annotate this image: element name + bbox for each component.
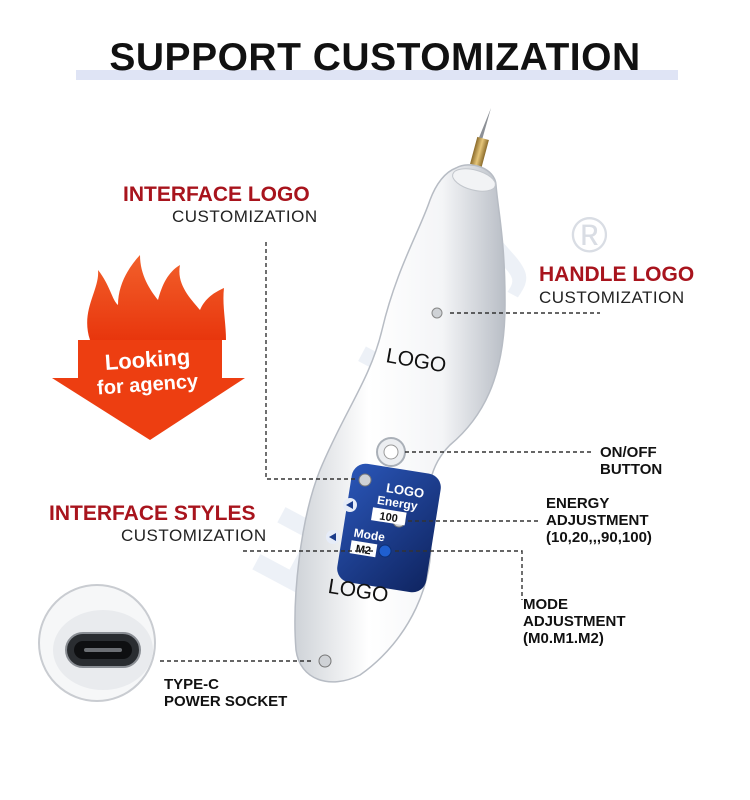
mode-button (378, 544, 392, 558)
energy-label-block: ENERGY ADJUSTMENT (10,20,,,90,100) (546, 495, 652, 546)
interface-logo-sub: CUSTOMIZATION (172, 207, 318, 226)
interface-logo-heading: INTERFACE LOGO (123, 183, 310, 206)
usb-c-inset (38, 584, 156, 702)
mode-line2: ADJUSTMENT (523, 613, 626, 630)
page-title: SUPPORT CUSTOMIZATION (109, 36, 641, 79)
energy-line2: ADJUSTMENT (546, 512, 649, 529)
typec-line1: TYPE-C (164, 676, 220, 693)
energy-value-box (371, 507, 407, 526)
usb-dot (318, 654, 332, 668)
mode-value-box (349, 540, 378, 558)
screen-logo-text: LOGO (385, 480, 425, 501)
handle-logo-heading: HANDLE LOGO (539, 263, 695, 286)
mode-value: M2 (355, 543, 372, 557)
title-underline (76, 70, 678, 80)
energy-label: Energy (376, 493, 419, 513)
flame-shape (87, 255, 227, 340)
interface-styles-sub: CUSTOMIZATION (121, 526, 267, 545)
typec-line2: POWER SOCKET (164, 693, 288, 710)
mode-line1: MODE (523, 596, 568, 613)
screen-logo-dot (358, 473, 372, 487)
on-off-line2: BUTTON (600, 461, 663, 478)
mode-label: Mode (353, 526, 386, 545)
interface-styles-heading: INTERFACE STYLES (49, 502, 256, 525)
device-screen (337, 463, 441, 593)
on-off-line1: ON/OFF (600, 444, 657, 461)
handle-logo-sub: CUSTOMIZATION (539, 288, 685, 307)
tip-ring (452, 168, 496, 192)
energy-line1: ENERGY (546, 495, 610, 512)
needle-tip (470, 108, 491, 168)
energy-value: 100 (379, 510, 399, 525)
typec-label-block: TYPE-C POWER SOCKET (164, 676, 287, 710)
arrow-shape (52, 340, 245, 440)
on-off-label: ON/OFF BUTTON (600, 444, 662, 478)
energy-line3: (10,20,,,90,100) (546, 529, 652, 546)
leader-lines (160, 242, 600, 662)
mode-line3: (M0.M1.M2) (523, 630, 604, 647)
badge-line1: Looking (104, 344, 191, 375)
handle-logo-dot (431, 307, 443, 319)
mode-label-block: MODE ADJUSTMENT (M0.M1.M2) (523, 596, 626, 647)
flame-arrow-badge: Looking for agency (52, 255, 245, 440)
power-button (383, 444, 399, 460)
registered-mark: ® (571, 207, 608, 263)
